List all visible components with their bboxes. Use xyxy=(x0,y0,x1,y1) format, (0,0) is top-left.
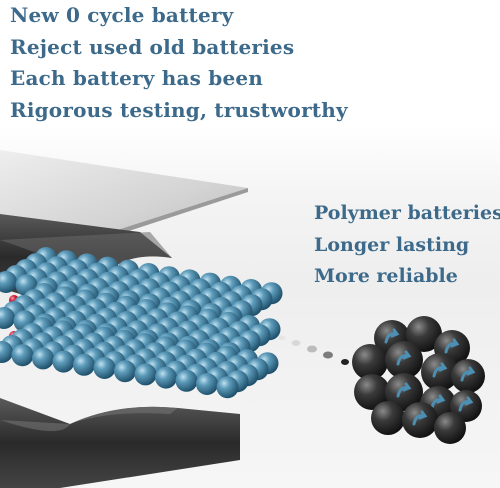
blue-atom-sphere xyxy=(175,369,198,392)
headline-item: Reject used old batteries xyxy=(10,34,295,59)
molecule-sphere xyxy=(434,412,466,444)
atom-lattice xyxy=(0,247,283,399)
rotation-arrow-icon xyxy=(432,362,448,378)
blue-atom-sphere xyxy=(114,360,136,383)
blue-atom-sphere xyxy=(216,376,239,399)
rotation-arrow-icon xyxy=(396,350,412,366)
molecule-sphere xyxy=(352,344,388,380)
feature-list: Polymer batteries Longer lasting More re… xyxy=(314,198,500,293)
blue-atom-sphere xyxy=(93,357,116,379)
blue-atom-sphere xyxy=(52,350,75,373)
blue-atom-sphere xyxy=(73,353,95,376)
molecule-sphere xyxy=(406,316,442,352)
headline-item: Rigorous testing, trustworthy xyxy=(10,97,348,122)
bottom-electrode-sheet xyxy=(0,398,240,488)
molecule-cluster xyxy=(352,316,485,444)
rotation-arrow-icon xyxy=(444,338,460,354)
molecule-sphere xyxy=(450,390,482,422)
feature-item: Polymer batteries xyxy=(314,202,500,224)
blue-atom-sphere xyxy=(0,341,13,363)
rotation-arrow-icon xyxy=(384,328,400,344)
rotation-arrow-icon xyxy=(396,382,412,398)
rotation-arrow-icon xyxy=(430,394,446,410)
blue-atom-sphere xyxy=(155,366,177,389)
molecule-sphere xyxy=(354,374,390,410)
blue-atom-sphere xyxy=(0,307,15,329)
molecule-sphere xyxy=(385,341,423,379)
rotation-arrow-icon xyxy=(412,410,428,426)
feature-item: More reliable xyxy=(314,265,458,287)
rotation-arrow-icon xyxy=(458,396,474,412)
blue-atom-sphere xyxy=(0,271,17,293)
blue-atom-sphere xyxy=(134,363,157,386)
molecule-sphere xyxy=(385,373,423,411)
headline-item: New 0 cycle battery xyxy=(10,3,234,27)
feature-item: Longer lasting xyxy=(314,233,470,256)
connector-dots xyxy=(278,335,349,365)
molecule-sphere xyxy=(371,401,405,435)
molecule-sphere xyxy=(451,359,485,393)
headline-item: Each battery has been xyxy=(10,66,264,90)
molecule-sphere xyxy=(402,402,438,438)
blue-atom-sphere xyxy=(32,347,54,370)
rotation-arrow-icon xyxy=(460,366,476,382)
headline-list: New 0 cycle battery Reject used old batt… xyxy=(10,0,348,126)
molecule-sphere xyxy=(421,353,459,391)
blue-atom-sphere xyxy=(196,373,218,395)
blue-atom-sphere xyxy=(11,344,34,367)
